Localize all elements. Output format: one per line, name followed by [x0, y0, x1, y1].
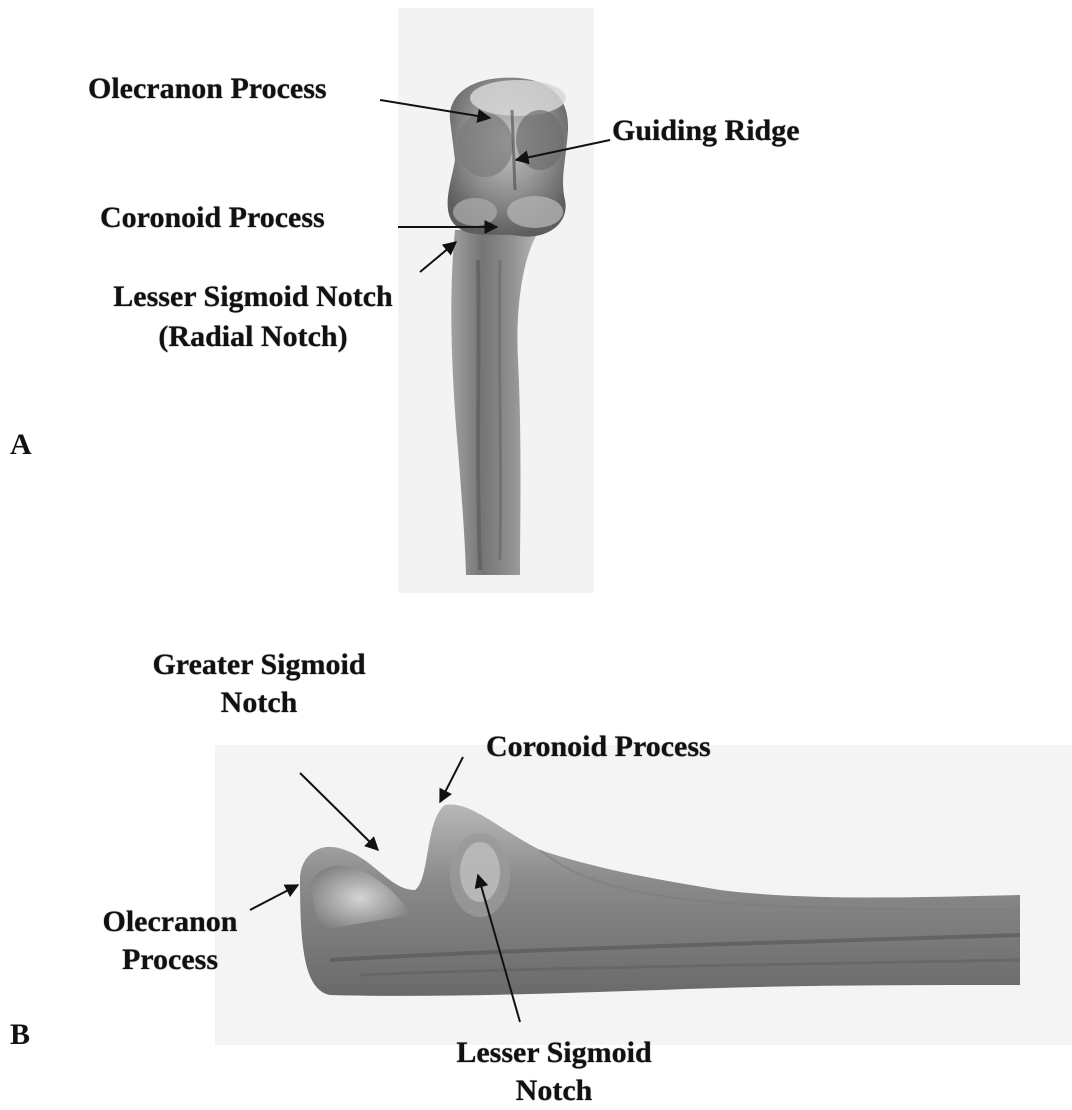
label-coronoid-process-b: Coronoid Process: [486, 730, 711, 764]
label-lesser-sigmoid-notch-a-line1: Lesser Sigmoid Notch: [86, 280, 420, 314]
label-greater-sigmoid-notch-line2: Notch: [128, 686, 390, 720]
panel-letter-b: B: [10, 1018, 30, 1052]
label-lesser-sigmoid-notch-a: Lesser Sigmoid Notch (Radial Notch): [86, 280, 420, 354]
label-coronoid-process-a: Coronoid Process: [100, 201, 325, 235]
label-olecranon-process-b: Olecranon Process: [80, 905, 260, 977]
label-olecranon-process-a: Olecranon Process: [88, 72, 327, 106]
label-guiding-ridge: Guiding Ridge: [612, 114, 800, 148]
label-lesser-sigmoid-notch-a-line2: (Radial Notch): [86, 320, 420, 354]
label-olecranon-process-b-line1: Olecranon: [80, 905, 260, 939]
label-lesser-sigmoid-notch-b-line1: Lesser Sigmoid: [428, 1036, 680, 1070]
label-greater-sigmoid-notch: Greater Sigmoid Notch: [128, 648, 390, 720]
label-lesser-sigmoid-notch-b-line2: Notch: [428, 1074, 680, 1108]
label-lesser-sigmoid-notch-b: Lesser Sigmoid Notch: [428, 1036, 680, 1108]
label-olecranon-process-b-line2: Process: [80, 943, 260, 977]
panel-letter-a: A: [10, 428, 32, 462]
label-greater-sigmoid-notch-line1: Greater Sigmoid: [128, 648, 390, 682]
